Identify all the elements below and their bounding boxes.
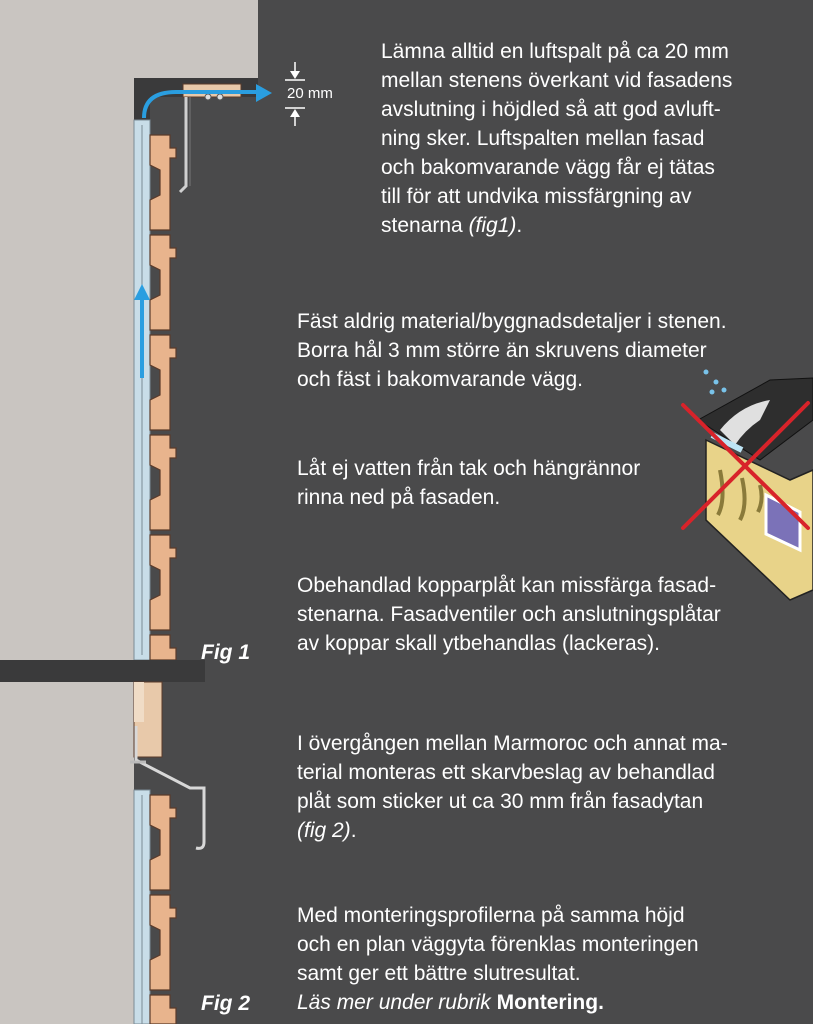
stones-fig1: [149, 134, 177, 661]
paragraph-mounting: Med monteringsprofilerna på samma höjd o…: [297, 904, 699, 1014]
top-bracket: [178, 97, 188, 194]
curved-arrow-icon: [142, 90, 258, 119]
fig1-label: Fig 1: [201, 641, 251, 664]
paragraph-fastening: Fäst aldrig material/byggnadsdetaljer i …: [297, 310, 727, 391]
wall-fig2: [0, 682, 134, 1024]
wall-fig1: [0, 0, 258, 660]
stones-fig2: [149, 794, 177, 1024]
red-cross-icon: [681, 401, 810, 530]
dimension-marker: [285, 62, 305, 126]
fig2-drawing: [0, 681, 206, 1024]
joint-flashing: [134, 726, 206, 850]
fig-separator: [0, 660, 205, 682]
fig1-drawing: [0, 0, 305, 661]
house-illustration: [681, 369, 813, 601]
fig2-label: Fig 2: [201, 992, 251, 1015]
dimension-label: 20 mm: [287, 85, 333, 102]
paragraph-air-gap: Lämna alltid en luftspalt på ca 20 mm me…: [381, 40, 733, 237]
paragraph-joint: I övergången mellan Marmoroc och annat m…: [297, 732, 728, 842]
paragraph-water: Låt ej vatten från tak och hängrännor ri…: [297, 457, 641, 509]
paragraph-copper: Obehandlad kopparplåt kan missfärga fasa…: [297, 574, 721, 655]
